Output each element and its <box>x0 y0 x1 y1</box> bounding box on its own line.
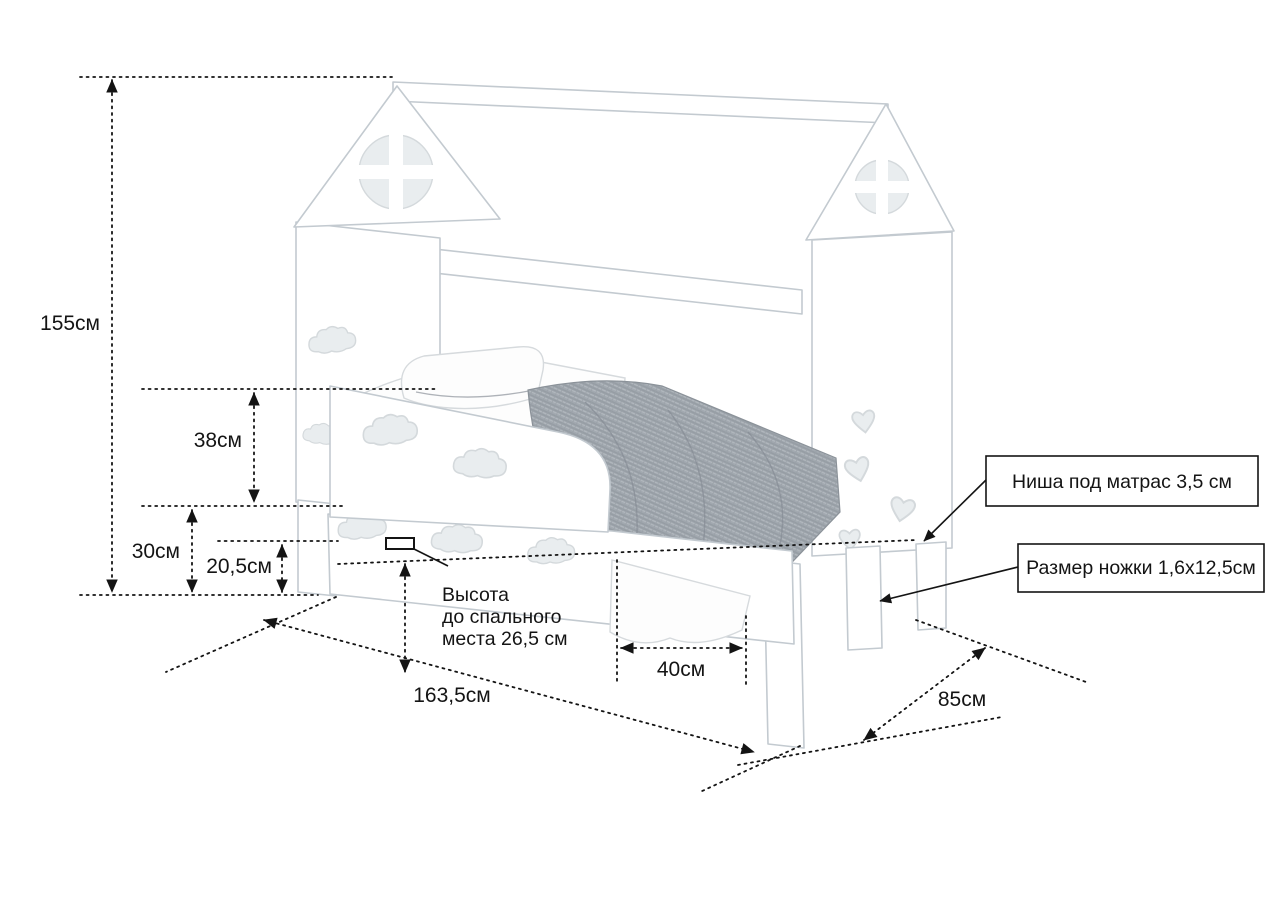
niche-callout-box <box>985 455 1259 507</box>
bed-right-rear-leg <box>915 541 947 631</box>
bed-left-leg <box>297 499 337 597</box>
sleep-height-note: Высота до спального места 26,5 см <box>442 584 568 650</box>
niche-callout-label: Ниша под матрас 3,5 см <box>1012 471 1232 493</box>
bed-illustration <box>293 81 955 749</box>
dim-gap-label: 40см <box>657 658 705 681</box>
pillow <box>400 346 545 410</box>
dim-base-height-label: 30см <box>132 540 180 563</box>
leg-callout-box <box>1017 543 1265 593</box>
dim-total-height-label: 155см <box>40 312 100 335</box>
sleep-height-line-2: до спального <box>442 606 562 628</box>
sleep-height-line-3: места 26,5 см <box>442 628 568 650</box>
dim-guard-height-label: 38см <box>194 429 242 452</box>
sleep-height-line-1: Высота <box>442 584 509 606</box>
underbed-section-mark <box>385 537 415 550</box>
dimension-annotations: 155см 38см 30см 20,5см 40см 163,5см 85см… <box>40 76 1087 793</box>
bed-ridge-beam <box>392 81 889 124</box>
leg-callout-label: Размер ножки 1,6х12,5см <box>1026 557 1256 579</box>
callouts: Ниша под матрас 3,5 см Размер ножки 1,6х… <box>879 455 1265 604</box>
dim-length-label: 163,5см <box>413 684 491 707</box>
bed-right-front-leg <box>845 545 883 651</box>
dim-clearance-label: 20,5см <box>206 555 272 578</box>
dim-depth-label: 85см <box>938 688 986 711</box>
